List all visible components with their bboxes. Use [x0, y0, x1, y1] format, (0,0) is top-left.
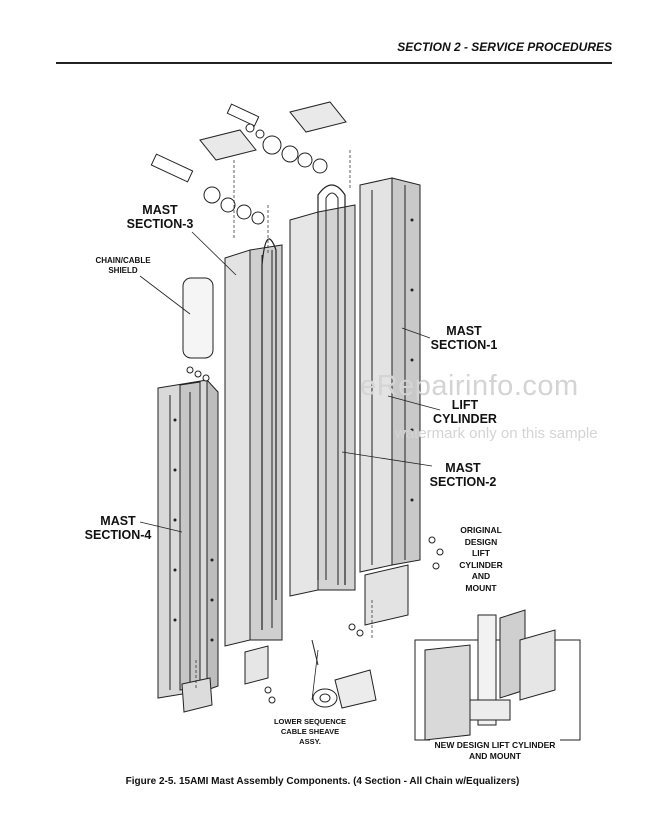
original-design-label: ORIGINAL DESIGN LIFT CYLINDER AND MOUNT	[459, 525, 503, 593]
mast-section-4-part	[157, 378, 219, 699]
lift-cylinder-label: LIFT CYLINDER	[433, 398, 497, 426]
watermark-sub: watermark only on this sample	[395, 425, 598, 442]
mast-section-3-label: MAST SECTION-3	[126, 203, 194, 231]
alignment-guides	[195, 150, 373, 690]
chain-cable-shield-label: CHAIN/CABLE SHIELD	[95, 256, 151, 275]
mast-section-4-label: MAST SECTION-4	[84, 514, 152, 542]
top-sheave-assemblies	[150, 101, 347, 225]
hardware-bolts	[186, 366, 444, 704]
lower-sequence-sheave	[311, 639, 377, 709]
figure-caption: Figure 2-5. 15AMI Mast Assembly Componen…	[125, 776, 520, 787]
leader-lines	[139, 231, 441, 701]
watermark-main: eRepairinfo.com	[360, 370, 579, 402]
cylinder-mount-bracket	[364, 564, 409, 626]
mast-section-3-part	[224, 238, 283, 647]
chain-cable-shield	[182, 277, 214, 359]
lower-mid-bracket	[244, 645, 269, 685]
new-design-label: NEW DESIGN LIFT CYLINDER AND MOUNT	[434, 740, 556, 761]
new-design-inset	[414, 609, 581, 741]
lower-left-bracket	[181, 677, 213, 713]
mast-section-2-label: MAST SECTION-2	[429, 461, 497, 489]
header-rule	[56, 62, 612, 64]
section-header: SECTION 2 - SERVICE PROCEDURES	[397, 40, 612, 54]
lower-sequence-label: LOWER SEQUENCE CABLE SHEAVE ASSY.	[273, 717, 347, 746]
mast-section-2-part	[289, 184, 356, 597]
mast-section-1-part	[359, 177, 421, 573]
mast-section-1-label: MAST SECTION-1	[430, 324, 498, 352]
